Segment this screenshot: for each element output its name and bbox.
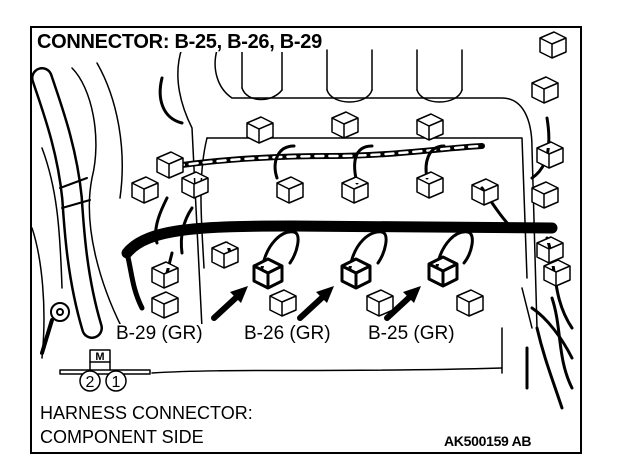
- pin-1-label: 1: [112, 374, 121, 391]
- diagram-frame: M 2 1 CONNECTOR: B-25, B-26, B-29 B-29 (…: [30, 26, 582, 454]
- connector-marker: M: [95, 351, 104, 363]
- connector-key-tab: [89, 349, 111, 363]
- pin-2-label: 2: [86, 374, 95, 391]
- arrow-b25: [384, 291, 416, 321]
- target-connectors: [252, 255, 459, 290]
- harness-connector-symbol: [59, 349, 151, 392]
- caption-line-1: HARNESS CONNECTOR:: [40, 403, 253, 423]
- label-b29: B-29 (GR): [114, 323, 205, 344]
- pin-2: [79, 370, 101, 392]
- ground-terminal: [40, 302, 70, 355]
- left-hose: [32, 67, 103, 339]
- diagram-title: CONNECTOR: B-25, B-26, B-29: [37, 32, 325, 52]
- main-harness: [121, 220, 558, 311]
- upper-harness: [159, 143, 485, 171]
- arrow-b26: [297, 291, 329, 321]
- engine-illustration: M 2 1: [32, 31, 574, 410]
- arrow-b29: [211, 291, 243, 321]
- pin-1: [105, 370, 127, 392]
- figure-code: AK500159 AB: [444, 433, 532, 449]
- label-b26: B-26 (GR): [242, 323, 333, 344]
- small-connectors: [131, 31, 571, 319]
- label-b25: B-25 (GR): [366, 323, 457, 344]
- right-harness: [525, 296, 574, 410]
- pointer-arrows: [211, 291, 416, 321]
- caption-line-2: COMPONENT SIDE: [40, 427, 204, 447]
